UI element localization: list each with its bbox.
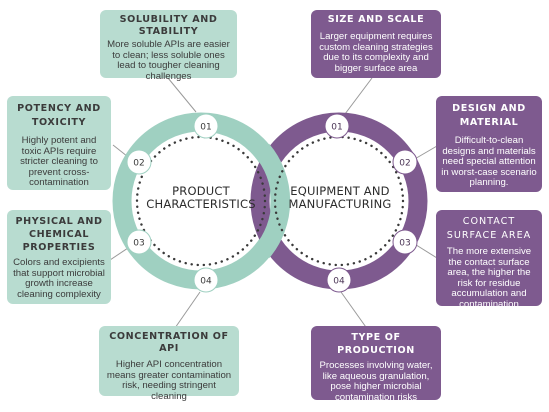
right-hub-title: EQUIPMENT AND MANUFACTURING — [276, 185, 404, 211]
card-concentration-api: CONCENTRATION OF API Higher API concentr… — [99, 326, 239, 402]
card-design-material: DESIGN AND MATERIAL Difficult-to-clean d… — [436, 96, 542, 192]
connector-left-04 — [174, 291, 201, 329]
right-hub-title-line1: EQUIPMENT AND — [290, 184, 390, 198]
left-node-02-label: 02 — [133, 159, 144, 169]
card-contact-surface-area: CONTACT SURFACE AREA The more extensive … — [436, 210, 542, 310]
connector-right-02 — [412, 145, 438, 161]
card-physical-chemical-desc: Colors and excipients that support micro… — [13, 257, 105, 300]
card-size-scale-title: SIZE AND SCALE — [327, 14, 425, 25]
right-nodes: 01 02 03 04 — [324, 113, 418, 293]
card-solubility-stability: SOLUBILITY AND STABILITY More soluble AP… — [100, 10, 237, 82]
left-node-03: 03 — [126, 229, 152, 255]
left-node-04: 04 — [193, 267, 219, 293]
right-node-01: 01 — [324, 113, 350, 139]
card-type-production-desc: Processes involving water, like aqueous … — [319, 360, 433, 403]
right-node-01-label: 01 — [331, 123, 342, 133]
card-potency-toxicity-desc: Highly potent and toxic APIs require str… — [20, 135, 98, 189]
card-potency-toxicity-title: POTENCY AND TOXICITY — [17, 103, 101, 128]
right-hub-title-line2: MANUFACTURING — [288, 197, 392, 211]
card-concentration-api-title: CONCENTRATION OF API — [109, 331, 229, 354]
card-design-material-title: DESIGN AND MATERIAL — [452, 103, 526, 128]
left-hub-title-line2: CHARACTERISTICS — [146, 197, 256, 211]
right-node-02-label: 02 — [399, 159, 410, 169]
left-node-01: 01 — [193, 113, 219, 139]
card-contact-surface-area-desc: The more extensive the contact surface a… — [446, 246, 532, 310]
right-node-02: 02 — [392, 149, 418, 175]
connector-lines — [106, 77, 438, 331]
left-node-03-label: 03 — [133, 239, 144, 249]
right-node-04: 04 — [326, 267, 352, 293]
card-size-scale-desc: Larger equipment requires custom cleanin… — [319, 31, 433, 74]
connector-right-01 — [344, 77, 373, 115]
card-potency-toxicity: POTENCY AND TOXICITY Highly potent and t… — [7, 96, 111, 190]
card-physical-chemical: PHYSICAL AND CHEMICAL PROPERTIES Colors … — [7, 210, 111, 304]
left-dotted-circle — [135, 135, 267, 267]
card-solubility-stability-desc: More soluble APIs are easier to clean; l… — [107, 39, 230, 82]
card-type-production-title: TYPE OF PRODUCTION — [337, 332, 415, 356]
left-hub-title: PRODUCT CHARACTERISTICS — [140, 185, 262, 211]
card-design-material-desc: Difficult-to-clean designs and materials… — [441, 135, 537, 189]
card-contact-surface-area-title: CONTACT SURFACE AREA — [446, 216, 532, 241]
left-node-02: 02 — [126, 149, 152, 175]
card-solubility-stability-title: SOLUBILITY AND STABILITY — [119, 14, 218, 37]
left-ring-overlap — [254, 143, 291, 259]
left-nodes: 01 02 03 04 — [126, 113, 219, 293]
connector-right-04 — [340, 291, 369, 331]
card-physical-chemical-title: PHYSICAL AND CHEMICAL PROPERTIES — [15, 216, 103, 253]
right-node-04-label: 04 — [333, 277, 345, 287]
left-hub-title-line1: PRODUCT — [172, 184, 230, 198]
card-concentration-api-desc: Higher API concentration means greater c… — [106, 359, 232, 402]
card-type-production: TYPE OF PRODUCTION Processes involving w… — [311, 326, 441, 403]
connector-left-01 — [167, 77, 197, 113]
left-node-04-label: 04 — [200, 277, 212, 287]
card-size-scale: SIZE AND SCALE Larger equipment requires… — [311, 10, 441, 78]
right-node-03: 03 — [392, 229, 418, 255]
right-node-03-label: 03 — [399, 239, 410, 249]
right-dotted-circle — [273, 135, 405, 267]
left-node-01-label: 01 — [200, 123, 211, 133]
